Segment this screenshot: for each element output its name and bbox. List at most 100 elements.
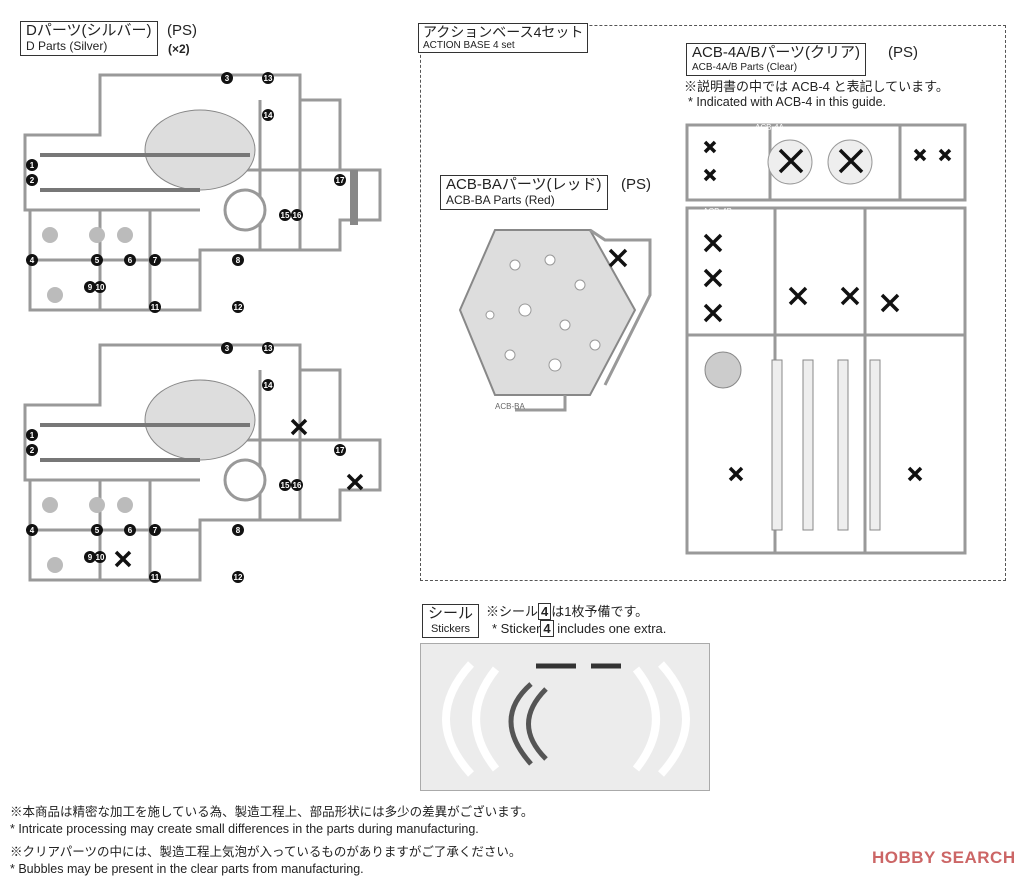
part-number-label: 16 <box>293 211 302 220</box>
part-number-label: 9 <box>88 283 93 292</box>
part-number-marker <box>279 479 291 491</box>
acb4-note-jp: ※説明書の中では ACB-4 と表記しています。 <box>684 79 949 94</box>
d-parts-title-en: D Parts (Silver) <box>26 38 108 53</box>
part-number-label: 2 <box>30 176 35 185</box>
footer-note2-en: * Bubbles may be present in the clear pa… <box>10 861 364 876</box>
stickers-title-jp: シール <box>428 605 474 622</box>
part-number-marker <box>124 524 136 536</box>
part-number-marker <box>26 254 38 266</box>
part-number-marker <box>291 479 303 491</box>
part-number-label: 17 <box>336 446 345 455</box>
acbba-runner-drawing: ACB-BA <box>458 228 652 412</box>
part-number-marker <box>91 524 103 536</box>
part-number-label: 14 <box>264 381 273 390</box>
acb4-runner-drawing: ACB-4A ACB-4B <box>685 123 967 555</box>
part-number-label: 5 <box>95 526 100 535</box>
part-number-marker <box>221 342 233 354</box>
part-number-label: 9 <box>88 553 93 562</box>
part-number-marker <box>232 571 244 583</box>
part-number-marker <box>149 254 161 266</box>
part-number-marker <box>149 524 161 536</box>
part-number-marker <box>94 281 106 293</box>
acb4-material: (PS) <box>888 44 918 61</box>
part-number-label: 5 <box>95 256 100 265</box>
part-number-label: 15 <box>281 481 290 490</box>
part-number-label: 1 <box>30 431 35 440</box>
part-number-label: 3 <box>225 344 230 353</box>
part-number-label: 15 <box>281 211 290 220</box>
part-number-marker <box>26 524 38 536</box>
part-number-label: 1 <box>30 161 35 170</box>
sticker-sheet-drawing <box>442 661 690 777</box>
acb4-title-en: ACB-4A/B Parts (Clear) <box>692 61 798 73</box>
d-parts-material: (PS) <box>167 22 197 39</box>
part-number-marker <box>84 551 96 563</box>
part-number-label: 13 <box>264 74 273 83</box>
part-number-label: 10 <box>96 553 105 562</box>
part-number-label: 14 <box>264 111 273 120</box>
action-base-section <box>420 25 1006 581</box>
part-number-marker <box>149 571 161 583</box>
part-number-label: 13 <box>264 344 273 353</box>
part-number-marker <box>124 254 136 266</box>
part-number-label: 7 <box>153 526 158 535</box>
part-number-marker <box>279 209 291 221</box>
acb4-runner-diagram: ACB-4A ACB-4B <box>685 120 970 560</box>
unused-part-x-icon <box>114 418 364 568</box>
acb4-title: ACB-4A/Bパーツ(クリア) ACB-4A/B Parts (Clear) <box>686 43 867 76</box>
part-number-label: 16 <box>293 481 302 490</box>
part-number-marker <box>94 551 106 563</box>
acbba-title-en: ACB-BA Parts (Red) <box>446 192 555 207</box>
part-number-marker <box>291 209 303 221</box>
part-number-label: 11 <box>151 303 160 312</box>
part-number-marker <box>149 301 161 313</box>
part-number-label: 3 <box>225 74 230 83</box>
acbba-title: ACB-BAパーツ(レッド) ACB-BA Parts (Red) <box>440 175 608 210</box>
sticker-sheet <box>420 643 710 791</box>
acb4b-runner-label: ACB-4B <box>703 207 732 216</box>
part-number-marker <box>262 72 274 84</box>
part-number-marker <box>26 174 38 186</box>
acbba-title-jp: ACB-BAパーツ(レッド) <box>446 176 602 193</box>
footer-note1-en: * Intricate processing may create small … <box>10 821 479 836</box>
part-number-label: 12 <box>234 573 243 582</box>
part-number-label: 2 <box>30 446 35 455</box>
part-number-marker <box>91 254 103 266</box>
action-base-title-en: ACTION BASE 4 set <box>423 40 515 52</box>
unused-part-x-icon <box>703 140 952 482</box>
part-number-marker <box>262 379 274 391</box>
part-number-marker <box>262 342 274 354</box>
acbba-runner-diagram: ACB-BA <box>455 215 665 415</box>
hobby-search-watermark: HOBBY SEARCH <box>872 848 1016 867</box>
part-number-marker <box>262 109 274 121</box>
part-number-marker <box>26 429 38 441</box>
part-number-marker <box>334 174 346 186</box>
d-parts-title: Dパーツ(シルバー) D Parts (Silver) <box>20 21 158 56</box>
action-base-title: アクションベース4セット ACTION BASE 4 set <box>418 23 589 54</box>
d-parts-title-jp: Dパーツ(シルバー) <box>26 22 152 39</box>
part-number-marker <box>232 254 244 266</box>
part-number-marker <box>26 444 38 456</box>
part-number-label: 7 <box>153 256 158 265</box>
stickers-title: シール Stickers <box>422 604 480 638</box>
acb4-title-jp: ACB-4A/Bパーツ(クリア) <box>692 44 861 61</box>
part-number-label: 8 <box>236 526 241 535</box>
unused-part-x-icon <box>608 248 628 268</box>
part-number-label: 10 <box>96 283 105 292</box>
acbba-runner-label: ACB-BA <box>495 402 525 411</box>
acbba-material: (PS) <box>621 176 651 193</box>
part-number-label: 6 <box>128 256 133 265</box>
footer-note1-jp: ※本商品は精密な加工を施している為、製造工程上、部品形状には多少の差異がございま… <box>10 805 534 819</box>
d-parts-quantity: (×2) <box>168 42 190 56</box>
footer-note2-jp: ※クリアパーツの中には、製造工程上気泡が入っているものがありますがご了承ください… <box>10 844 522 859</box>
part-number-label: 12 <box>234 303 243 312</box>
part-number-label: 11 <box>151 573 160 582</box>
part-number-label: 8 <box>236 256 241 265</box>
acb4a-runner-label: ACB-4A <box>755 123 785 132</box>
